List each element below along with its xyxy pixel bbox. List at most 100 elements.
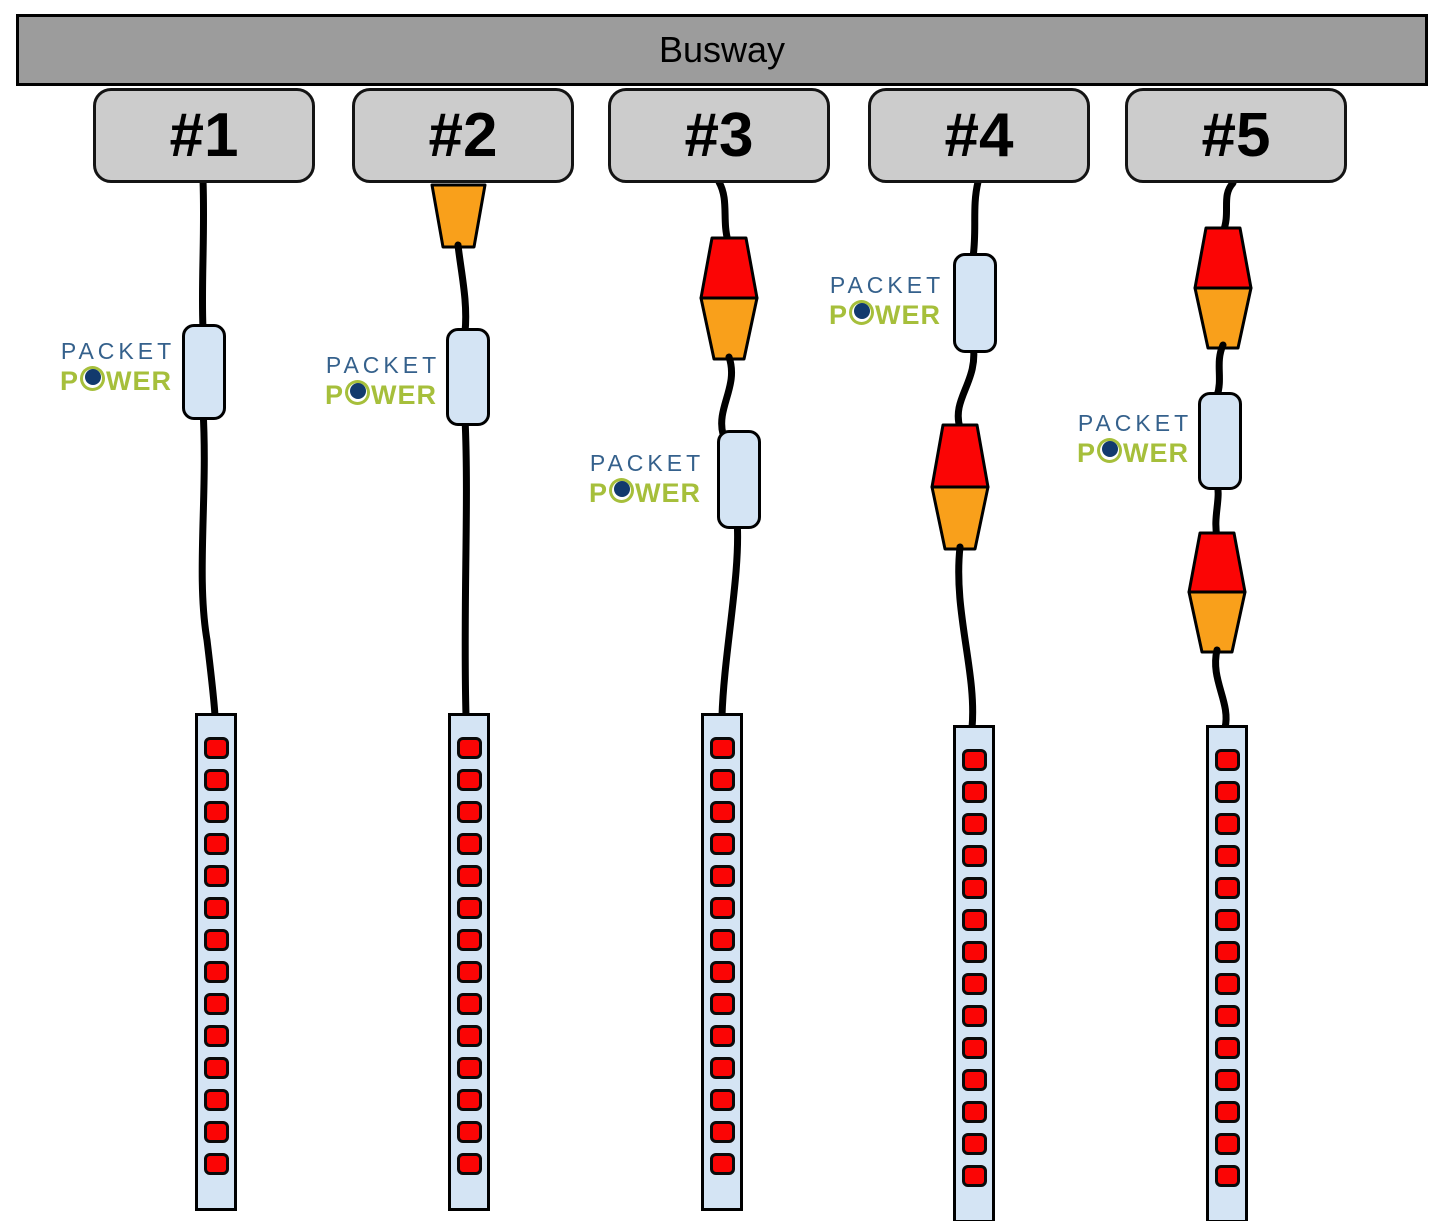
- outlet: [709, 801, 735, 823]
- power-cable: [198, 406, 219, 720]
- outlet: [961, 941, 987, 963]
- outlet: [1214, 1133, 1240, 1155]
- power-strip: [448, 713, 490, 1211]
- logo-globe-icon: [80, 366, 105, 392]
- logo-packet-text: PACKET: [1077, 410, 1193, 436]
- outlet: [709, 769, 735, 791]
- outlet: [203, 1121, 229, 1143]
- logo-globe-icon: [849, 300, 874, 326]
- power-cable: [1213, 341, 1227, 400]
- logo-packet-text: PACKET: [60, 338, 176, 364]
- packet-power-meter: [953, 253, 997, 353]
- power-cable: [955, 543, 977, 732]
- outlet: [456, 1057, 482, 1079]
- outlet: [961, 845, 987, 867]
- outlet: [961, 813, 987, 835]
- power-strip: [953, 725, 995, 1221]
- outlet: [1214, 1165, 1240, 1187]
- outlet: [1214, 973, 1240, 995]
- power-strip: [701, 713, 743, 1211]
- outlet: [203, 1025, 229, 1047]
- outlet: [709, 1089, 735, 1111]
- outlet: [456, 833, 482, 855]
- outlet: [203, 833, 229, 855]
- outlet: [203, 929, 229, 951]
- packet-power-meter: [717, 430, 761, 529]
- outlet: [456, 769, 482, 791]
- outlet: [203, 801, 229, 823]
- drop-box-3: #3: [608, 88, 830, 183]
- outlet: [961, 1165, 987, 1187]
- power-cable: [198, 176, 208, 332]
- outlet: [709, 1057, 735, 1079]
- logo-packet-text: PACKET: [829, 272, 945, 298]
- logo-globe-icon: [345, 380, 370, 406]
- outlet: [203, 737, 229, 759]
- power-cable: [969, 178, 982, 261]
- outlet: [961, 749, 987, 771]
- logo-packet-text: PACKET: [589, 450, 705, 476]
- outlet: [1214, 877, 1240, 899]
- outlet: [961, 781, 987, 803]
- drop-label-2: #2: [428, 101, 498, 170]
- outlet: [709, 1153, 735, 1175]
- outlet: [709, 993, 735, 1015]
- connector-red-half-icon: [1187, 531, 1247, 594]
- power-cable: [718, 516, 742, 720]
- outlet: [709, 897, 735, 919]
- outlet: [961, 1133, 987, 1155]
- outlet: [709, 1025, 735, 1047]
- drop-label-1: #1: [169, 101, 239, 170]
- outlet: [961, 1069, 987, 1091]
- outlet: [456, 1153, 482, 1175]
- power-cable: [715, 178, 732, 245]
- outlet: [203, 865, 229, 887]
- connector-orange-half-icon: [1187, 590, 1247, 654]
- drop-box-2: #2: [352, 88, 574, 183]
- drop-label-4: #4: [944, 101, 1014, 170]
- connector-red-half-icon: [930, 423, 990, 489]
- drop-box-4: #4: [868, 88, 1090, 183]
- outlet: [709, 929, 735, 951]
- outlet: [709, 865, 735, 887]
- outlet: [456, 929, 482, 951]
- outlet: [1214, 941, 1240, 963]
- logo-globe-icon: [1097, 438, 1122, 464]
- outlet: [456, 865, 482, 887]
- drop-label-3: #3: [684, 101, 754, 170]
- outlet: [203, 1057, 229, 1079]
- logo-packet-text: PACKET: [325, 352, 441, 378]
- outlet: [456, 961, 482, 983]
- outlet: [709, 961, 735, 983]
- outlet: [1214, 909, 1240, 931]
- power-strip: [195, 713, 237, 1211]
- drop-box-5: #5: [1125, 88, 1347, 183]
- outlet: [709, 737, 735, 759]
- outlet: [456, 993, 482, 1015]
- power-cable: [1212, 478, 1222, 541]
- packet-power-meter: [446, 328, 490, 426]
- outlet: [456, 1025, 482, 1047]
- power-cable: [454, 241, 470, 336]
- outlet: [1214, 1005, 1240, 1027]
- outlet: [456, 737, 482, 759]
- power-cable: [1212, 646, 1230, 732]
- connector-orange-half-icon: [1193, 286, 1253, 350]
- connector-orange-half-icon: [930, 485, 990, 551]
- power-cable: [461, 414, 470, 720]
- busway-label: Busway: [658, 29, 786, 70]
- outlet: [203, 1153, 229, 1175]
- outlet: [961, 1005, 987, 1027]
- busway-plug-connector-icon: [430, 183, 487, 249]
- outlet: [203, 897, 229, 919]
- outlet: [203, 1089, 229, 1111]
- outlet: [1214, 1101, 1240, 1123]
